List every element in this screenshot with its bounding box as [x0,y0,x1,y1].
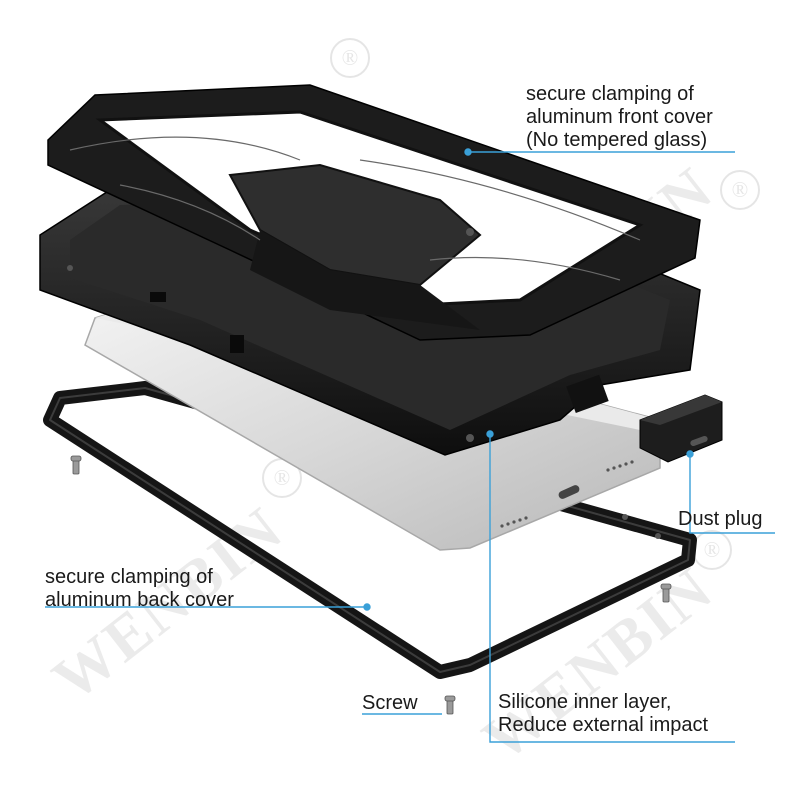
silicone-line: Silicone inner layer, [498,691,672,713]
front-cover-annotation: secure clamping of aluminum front cover … [526,83,713,152]
back-cover-annotation: secure clamping of aluminum back cover [45,566,234,612]
silicone-line: Reduce external impact [498,714,709,736]
screw-icon [70,455,672,715]
silicone-annotation: Silicone inner layer, Reduce external im… [498,691,708,737]
dust-plug [639,394,723,463]
back-cover-line: aluminum back cover [45,589,234,611]
front-cover-line: secure clamping of [526,83,694,105]
screw-annotation: Screw [362,692,418,714]
registered-mark: ® [330,38,370,78]
front-cover-line: (No tempered glass) [526,129,708,151]
front-cover-line: aluminum front cover [526,106,713,128]
registered-mark: ® [720,170,760,210]
callout-lines [45,148,775,743]
back-cover-line: secure clamping of [45,566,213,588]
front-cover [47,84,701,341]
dust-plug-annotation: Dust plug [678,508,763,530]
